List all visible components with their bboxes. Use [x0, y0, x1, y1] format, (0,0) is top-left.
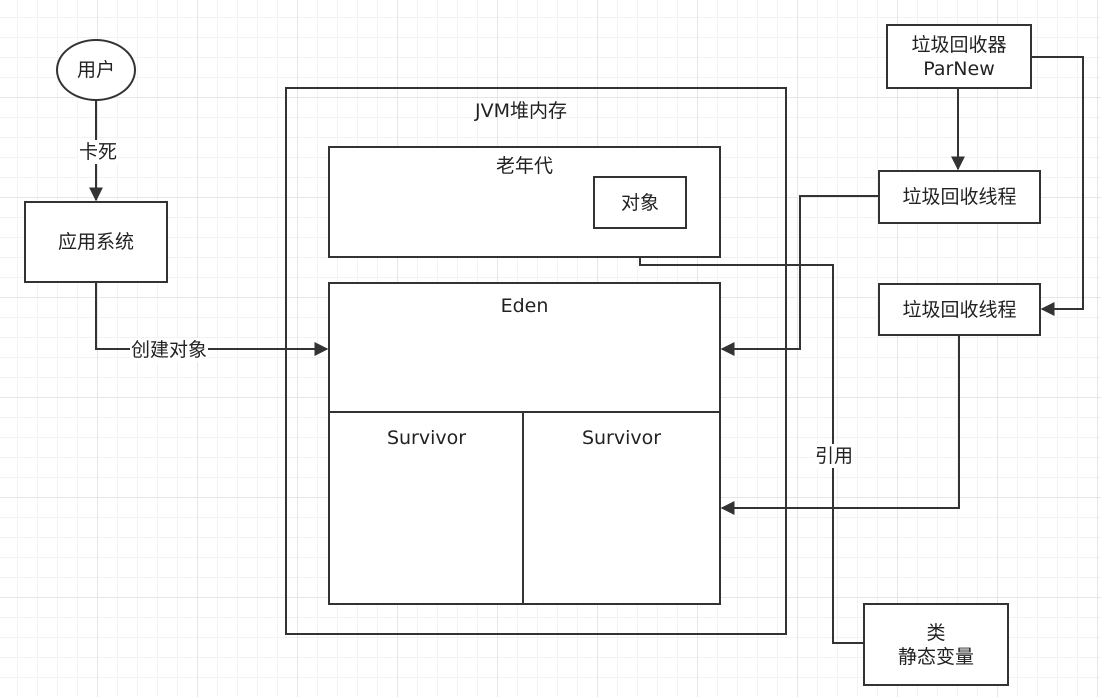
edge-label-user-to-app: 卡死	[78, 140, 119, 164]
eden-title: Eden	[500, 295, 549, 317]
app-system-label: 应用系统	[57, 231, 134, 253]
object-label: 对象	[620, 191, 659, 214]
survivor-2-title: Survivor	[581, 427, 662, 449]
jvm-heap-title: JVM堆内存	[475, 100, 567, 122]
survivor-2-box: Survivor	[522, 411, 721, 605]
gc-parnew-node: 垃圾回收器 ParNew	[886, 24, 1032, 89]
edge-app-to-eden	[95, 283, 329, 356]
class-static-node: 类 静态变量	[863, 603, 1009, 686]
edge-thread1-to-eden	[720, 195, 879, 356]
gc-thread-1-label: 垃圾回收线程	[902, 186, 1017, 208]
class-label-line2: 静态变量	[897, 645, 974, 668]
edge-label-app-to-eden: 创建对象	[130, 338, 209, 362]
gc-thread-2-node: 垃圾回收线程	[878, 283, 1041, 336]
gc-parnew-label-line2: ParNew	[923, 57, 995, 80]
app-system-node: 应用系统	[24, 201, 168, 283]
user-label: 用户	[76, 59, 115, 81]
old-gen-title: 老年代	[495, 155, 553, 177]
survivor-1-box: Survivor	[328, 411, 525, 605]
survivor-1-title: Survivor	[386, 427, 467, 449]
jvm-heap-container: JVM堆内存	[285, 87, 787, 635]
user-node: 用户	[56, 39, 136, 101]
gc-thread-1-node: 垃圾回收线程	[878, 170, 1041, 224]
class-label-line1: 类	[926, 621, 946, 644]
gc-parnew-label-line1: 垃圾回收器	[911, 33, 1007, 56]
edge-parnew-to-thread2	[1031, 56, 1084, 316]
edge-label-class-to-object: 引用	[814, 444, 855, 468]
edge-thread2-to-survivor	[720, 335, 960, 515]
eden-box: Eden	[328, 282, 721, 413]
gc-thread-2-label: 垃圾回收线程	[902, 298, 1017, 321]
object-node: 对象	[593, 176, 687, 229]
